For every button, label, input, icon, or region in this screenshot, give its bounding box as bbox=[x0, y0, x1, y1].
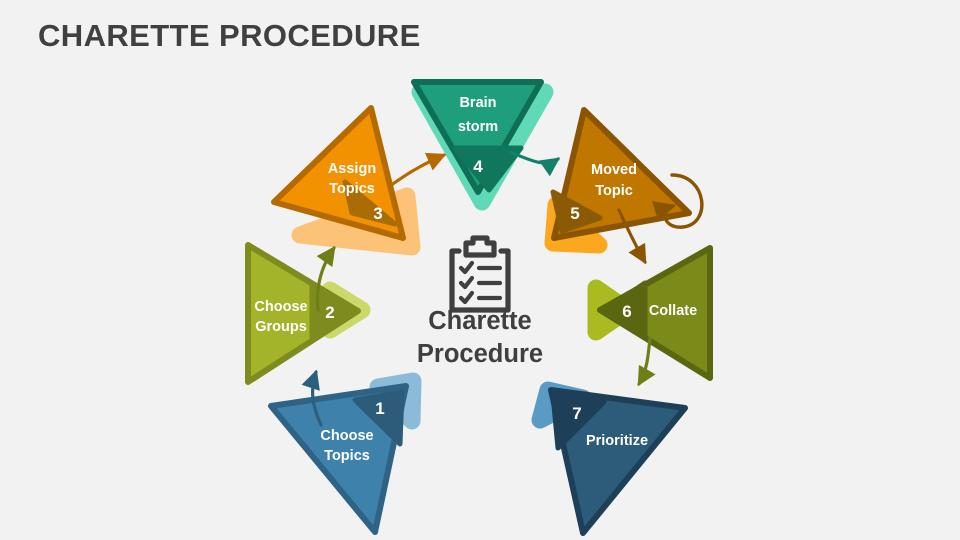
step-7-triangle bbox=[548, 387, 688, 536]
center-title-line2: Procedure bbox=[417, 340, 543, 368]
step-3-badge bbox=[342, 179, 398, 227]
step-4-brainstorm[interactable]: Brain storm 4 bbox=[411, 79, 554, 211]
step-4-triangle bbox=[411, 79, 544, 195]
step-4-badge bbox=[452, 145, 524, 193]
connector-4-to-5 bbox=[508, 150, 561, 177]
step-7-number: 7 bbox=[572, 404, 581, 423]
step-5-label-line2: Topic bbox=[595, 183, 633, 199]
step-2-badge bbox=[309, 283, 355, 340]
connector-5-loop bbox=[651, 173, 704, 229]
clipboard-checklist-icon bbox=[449, 235, 511, 313]
step-6-triangle bbox=[597, 245, 713, 381]
step-6-collate[interactable]: Collate 6 bbox=[587, 245, 713, 381]
step-4-label-line1: Brain bbox=[459, 95, 496, 111]
step-1-number: 1 bbox=[375, 399, 384, 418]
connector-3-to-4 bbox=[388, 152, 447, 188]
step-6-label-line1: Collate bbox=[649, 303, 697, 319]
step-3-assign-topics[interactable]: Assign Topics 3 bbox=[271, 105, 421, 256]
step-2-triangle bbox=[245, 242, 361, 385]
step-5-number: 5 bbox=[570, 204, 579, 223]
connector-5-to-6 bbox=[617, 208, 647, 265]
step-2-label-line2: Groups bbox=[255, 319, 307, 335]
step-7-label-line1: Prioritize bbox=[586, 433, 648, 449]
connector-2-to-3 bbox=[315, 245, 336, 312]
step-5-label-line1: Moved bbox=[591, 162, 637, 178]
step-1-choose-topics[interactable]: Choose Topics 1 bbox=[268, 372, 422, 535]
step-4-number: 4 bbox=[473, 157, 483, 176]
step-6-badge bbox=[602, 280, 648, 340]
step-3-label-line1: Assign bbox=[328, 161, 376, 177]
step-1-label-line2: Topics bbox=[324, 448, 370, 464]
center-title-line1: Charette bbox=[428, 307, 531, 335]
step-7-badge bbox=[550, 392, 607, 451]
step-4-label-line2: storm bbox=[458, 119, 498, 135]
step-5-badge bbox=[550, 189, 603, 234]
step-3-label-line2: Topics bbox=[329, 181, 375, 197]
connector-6-to-7 bbox=[637, 336, 656, 387]
page-title: CHARETTE PROCEDURE bbox=[38, 18, 421, 53]
step-2-choose-groups[interactable]: Choose Groups 2 bbox=[245, 242, 371, 385]
step-3-number: 3 bbox=[373, 204, 382, 223]
step-2-label-line1: Choose bbox=[254, 299, 307, 315]
step-7-prioritize[interactable]: Prioritize 7 bbox=[531, 381, 688, 536]
connector-arrows bbox=[301, 150, 704, 427]
step-1-badge bbox=[352, 389, 405, 447]
step-2-number: 2 bbox=[325, 303, 334, 322]
connector-1-to-2 bbox=[301, 369, 323, 427]
step-6-number: 6 bbox=[622, 302, 631, 321]
step-1-label-line1: Choose bbox=[320, 428, 373, 444]
step-1-triangle bbox=[268, 383, 409, 535]
